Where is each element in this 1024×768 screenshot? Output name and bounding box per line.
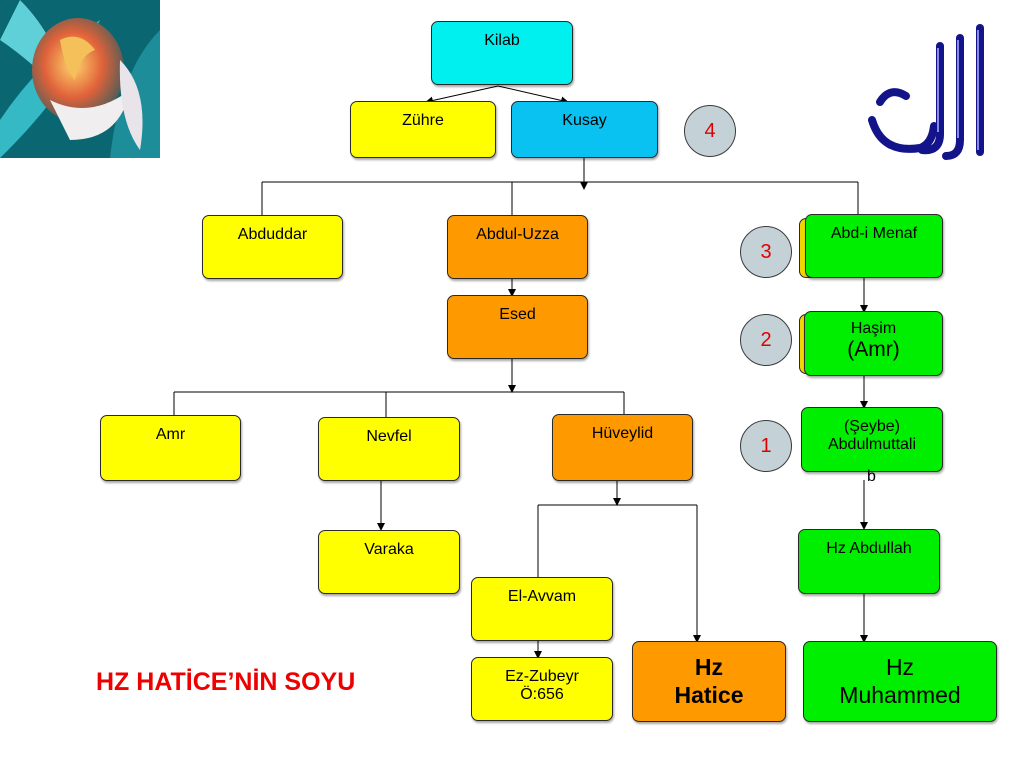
- node-abdulmuttalib: (Şeybe) Abdulmuttali: [801, 407, 943, 472]
- node-hasim: Haşim (Amr): [804, 311, 943, 376]
- node-zuhre: Zühre: [350, 101, 496, 158]
- node-hz-hatice-label-2: Hatice: [674, 681, 744, 708]
- node-zuhre-label: Zühre: [402, 112, 444, 129]
- node-hz-muhammed-label-2: Muhammed: [839, 681, 961, 708]
- node-nevfel-label: Nevfel: [366, 428, 412, 445]
- node-esed-label: Esed: [499, 306, 536, 323]
- node-abdulmuttalib-overflow: b: [867, 468, 876, 485]
- node-abduddar: Abduddar: [202, 215, 343, 279]
- node-hasim-label-1: Haşim: [850, 320, 897, 337]
- node-hz-muhammed-label-1: Hz: [885, 654, 915, 680]
- node-el-avvam: El-Avvam: [471, 577, 613, 641]
- node-kusay-label: Kusay: [562, 112, 607, 129]
- generation-marker-2: 2: [740, 314, 792, 366]
- node-nevfel: Nevfel: [318, 417, 460, 481]
- node-abdulmuttalib-label-2: Abdulmuttali: [827, 435, 917, 453]
- node-abdulmuttalib-label-1: (Şeybe): [843, 418, 900, 435]
- node-huveylid: Hüveylid: [552, 414, 693, 481]
- node-amr: Amr: [100, 415, 241, 481]
- node-kilab: Kilab: [431, 21, 573, 85]
- node-hz-abdullah: Hz Abdullah: [798, 529, 940, 594]
- node-ez-zubeyr-label-2: Ö:656: [520, 685, 564, 703]
- node-kusay: Kusay: [511, 101, 658, 158]
- line-kilab-kusay: [497, 85, 569, 105]
- node-hz-abdullah-label: Hz Abdullah: [826, 540, 912, 557]
- page-title: HZ HATİCE’NİN SOYU: [96, 668, 356, 696]
- line-kilab-zuhre: [425, 85, 499, 105]
- node-abdul-uzza: Abdul-Uzza: [447, 215, 588, 279]
- generation-marker-4: 4: [684, 105, 736, 157]
- node-abdul-uzza-label: Abdul-Uzza: [476, 226, 559, 243]
- node-abd-i-menaf: Abd-i Menaf: [805, 214, 943, 278]
- node-varaka-label: Varaka: [364, 541, 414, 558]
- node-ez-zubeyr: Ez-Zubeyr Ö:656: [471, 657, 613, 721]
- node-esed: Esed: [447, 295, 588, 359]
- node-ez-zubeyr-label-1: Ez-Zubeyr: [505, 668, 579, 685]
- node-huveylid-label: Hüveylid: [591, 425, 654, 442]
- node-kilab-label: Kilab: [484, 32, 520, 49]
- node-abd-i-menaf-label: Abd-i Menaf: [830, 225, 918, 242]
- node-amr-label: Amr: [155, 426, 186, 443]
- node-el-avvam-label: El-Avvam: [507, 588, 577, 605]
- node-abduddar-label: Abduddar: [237, 226, 308, 243]
- generation-marker-3: 3: [740, 226, 792, 278]
- node-hz-muhammed: Hz Muhammed: [803, 641, 997, 722]
- allah-calligraphy-image: [868, 24, 984, 160]
- node-hz-hatice: Hz Hatice: [632, 641, 786, 722]
- generation-marker-1: 1: [740, 420, 792, 472]
- node-hasim-label-2: (Amr): [847, 338, 900, 362]
- muhammad-calligraphy-image: [0, 0, 160, 158]
- node-varaka: Varaka: [318, 530, 460, 594]
- node-hz-hatice-label-1: Hz: [694, 654, 724, 680]
